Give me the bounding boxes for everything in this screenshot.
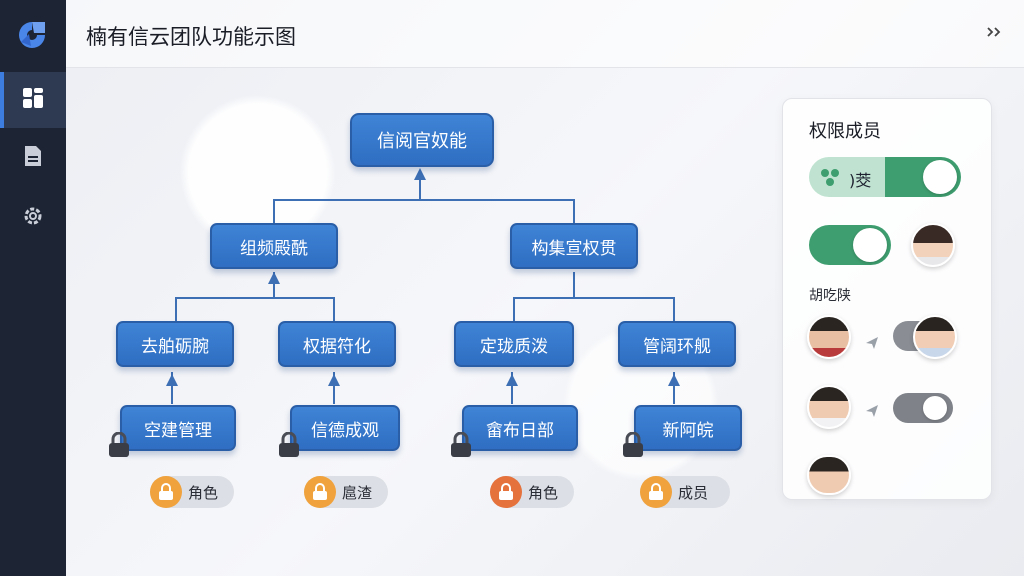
page-title: 楠有信云团队功能示图 — [86, 25, 296, 49]
tree-root-node[interactable]: 信阅官奴能 — [350, 113, 494, 167]
tree-node-level2[interactable]: 权据符化 — [278, 321, 396, 367]
dashboard-icon — [22, 87, 44, 113]
permissions-panel: 权限成员 )茭 胡吃陕 — [782, 98, 992, 500]
lock-icon — [622, 431, 644, 457]
tree-connectors — [166, 168, 680, 404]
chevron-double-right-icon[interactable] — [986, 26, 1002, 42]
tree-node-level3[interactable]: 空建管理 — [120, 405, 236, 451]
toggle-knob — [853, 228, 887, 262]
sidebar-item-documents[interactable] — [0, 130, 66, 186]
avatar[interactable] — [807, 455, 851, 495]
lock-icon — [490, 476, 522, 508]
panel-title: 权限成员 — [809, 121, 881, 142]
role-badge[interactable]: 成员 — [640, 476, 730, 508]
permission-toggle[interactable] — [893, 393, 953, 423]
sidebar — [0, 0, 66, 576]
lock-icon — [150, 476, 182, 508]
section-label: 胡吃陕 — [809, 288, 851, 304]
avatar[interactable] — [807, 385, 851, 429]
avatar[interactable] — [913, 315, 957, 359]
tree-node-level2[interactable]: 管阔环舰 — [618, 321, 736, 367]
tree-node-level2[interactable]: 定珑质泼 — [454, 321, 574, 367]
sidebar-item-settings[interactable] — [0, 190, 66, 246]
header: 楠有信云团队功能示图 — [66, 0, 1024, 68]
lock-icon — [450, 431, 472, 457]
role-badge[interactable]: 角色 — [490, 476, 574, 508]
tree-node-level1[interactable]: 组频殿酰 — [210, 223, 338, 269]
badge-label: 角色 — [188, 483, 219, 502]
gear-icon — [22, 205, 44, 231]
avatar[interactable] — [807, 315, 851, 359]
tree-node-level2[interactable]: 去舶砺腕 — [116, 321, 234, 367]
users-icon — [819, 167, 841, 191]
badge-label: 扈渣 — [342, 483, 373, 502]
send-icon — [865, 403, 879, 417]
toggle-label: )茭 — [849, 171, 872, 190]
tree-node-level3[interactable]: 新阿皖 — [634, 405, 742, 451]
role-badge[interactable]: 角色 — [150, 476, 234, 508]
tree-node-level1[interactable]: 构集宣权贯 — [510, 223, 638, 269]
permission-toggle[interactable] — [809, 225, 891, 265]
tree-node-level3[interactable]: 信德成观 — [290, 405, 400, 451]
lock-icon — [108, 431, 130, 457]
toggle-knob — [923, 396, 947, 420]
lock-icon — [640, 476, 672, 508]
badge-label: 成员 — [678, 483, 709, 502]
lock-icon — [278, 431, 300, 457]
role-badge[interactable]: 扈渣 — [304, 476, 388, 508]
lock-icon — [304, 476, 336, 508]
sidebar-item-dashboard[interactable] — [0, 72, 66, 128]
badge-label: 角色 — [528, 483, 559, 502]
permission-toggle[interactable]: )茭 — [809, 157, 961, 197]
toggle-knob — [923, 160, 957, 194]
tree-node-level3[interactable]: 畲布日部 — [462, 405, 578, 451]
document-icon — [23, 145, 43, 171]
avatar[interactable] — [911, 223, 955, 267]
app-logo-icon[interactable] — [17, 20, 47, 50]
send-icon — [865, 335, 879, 349]
